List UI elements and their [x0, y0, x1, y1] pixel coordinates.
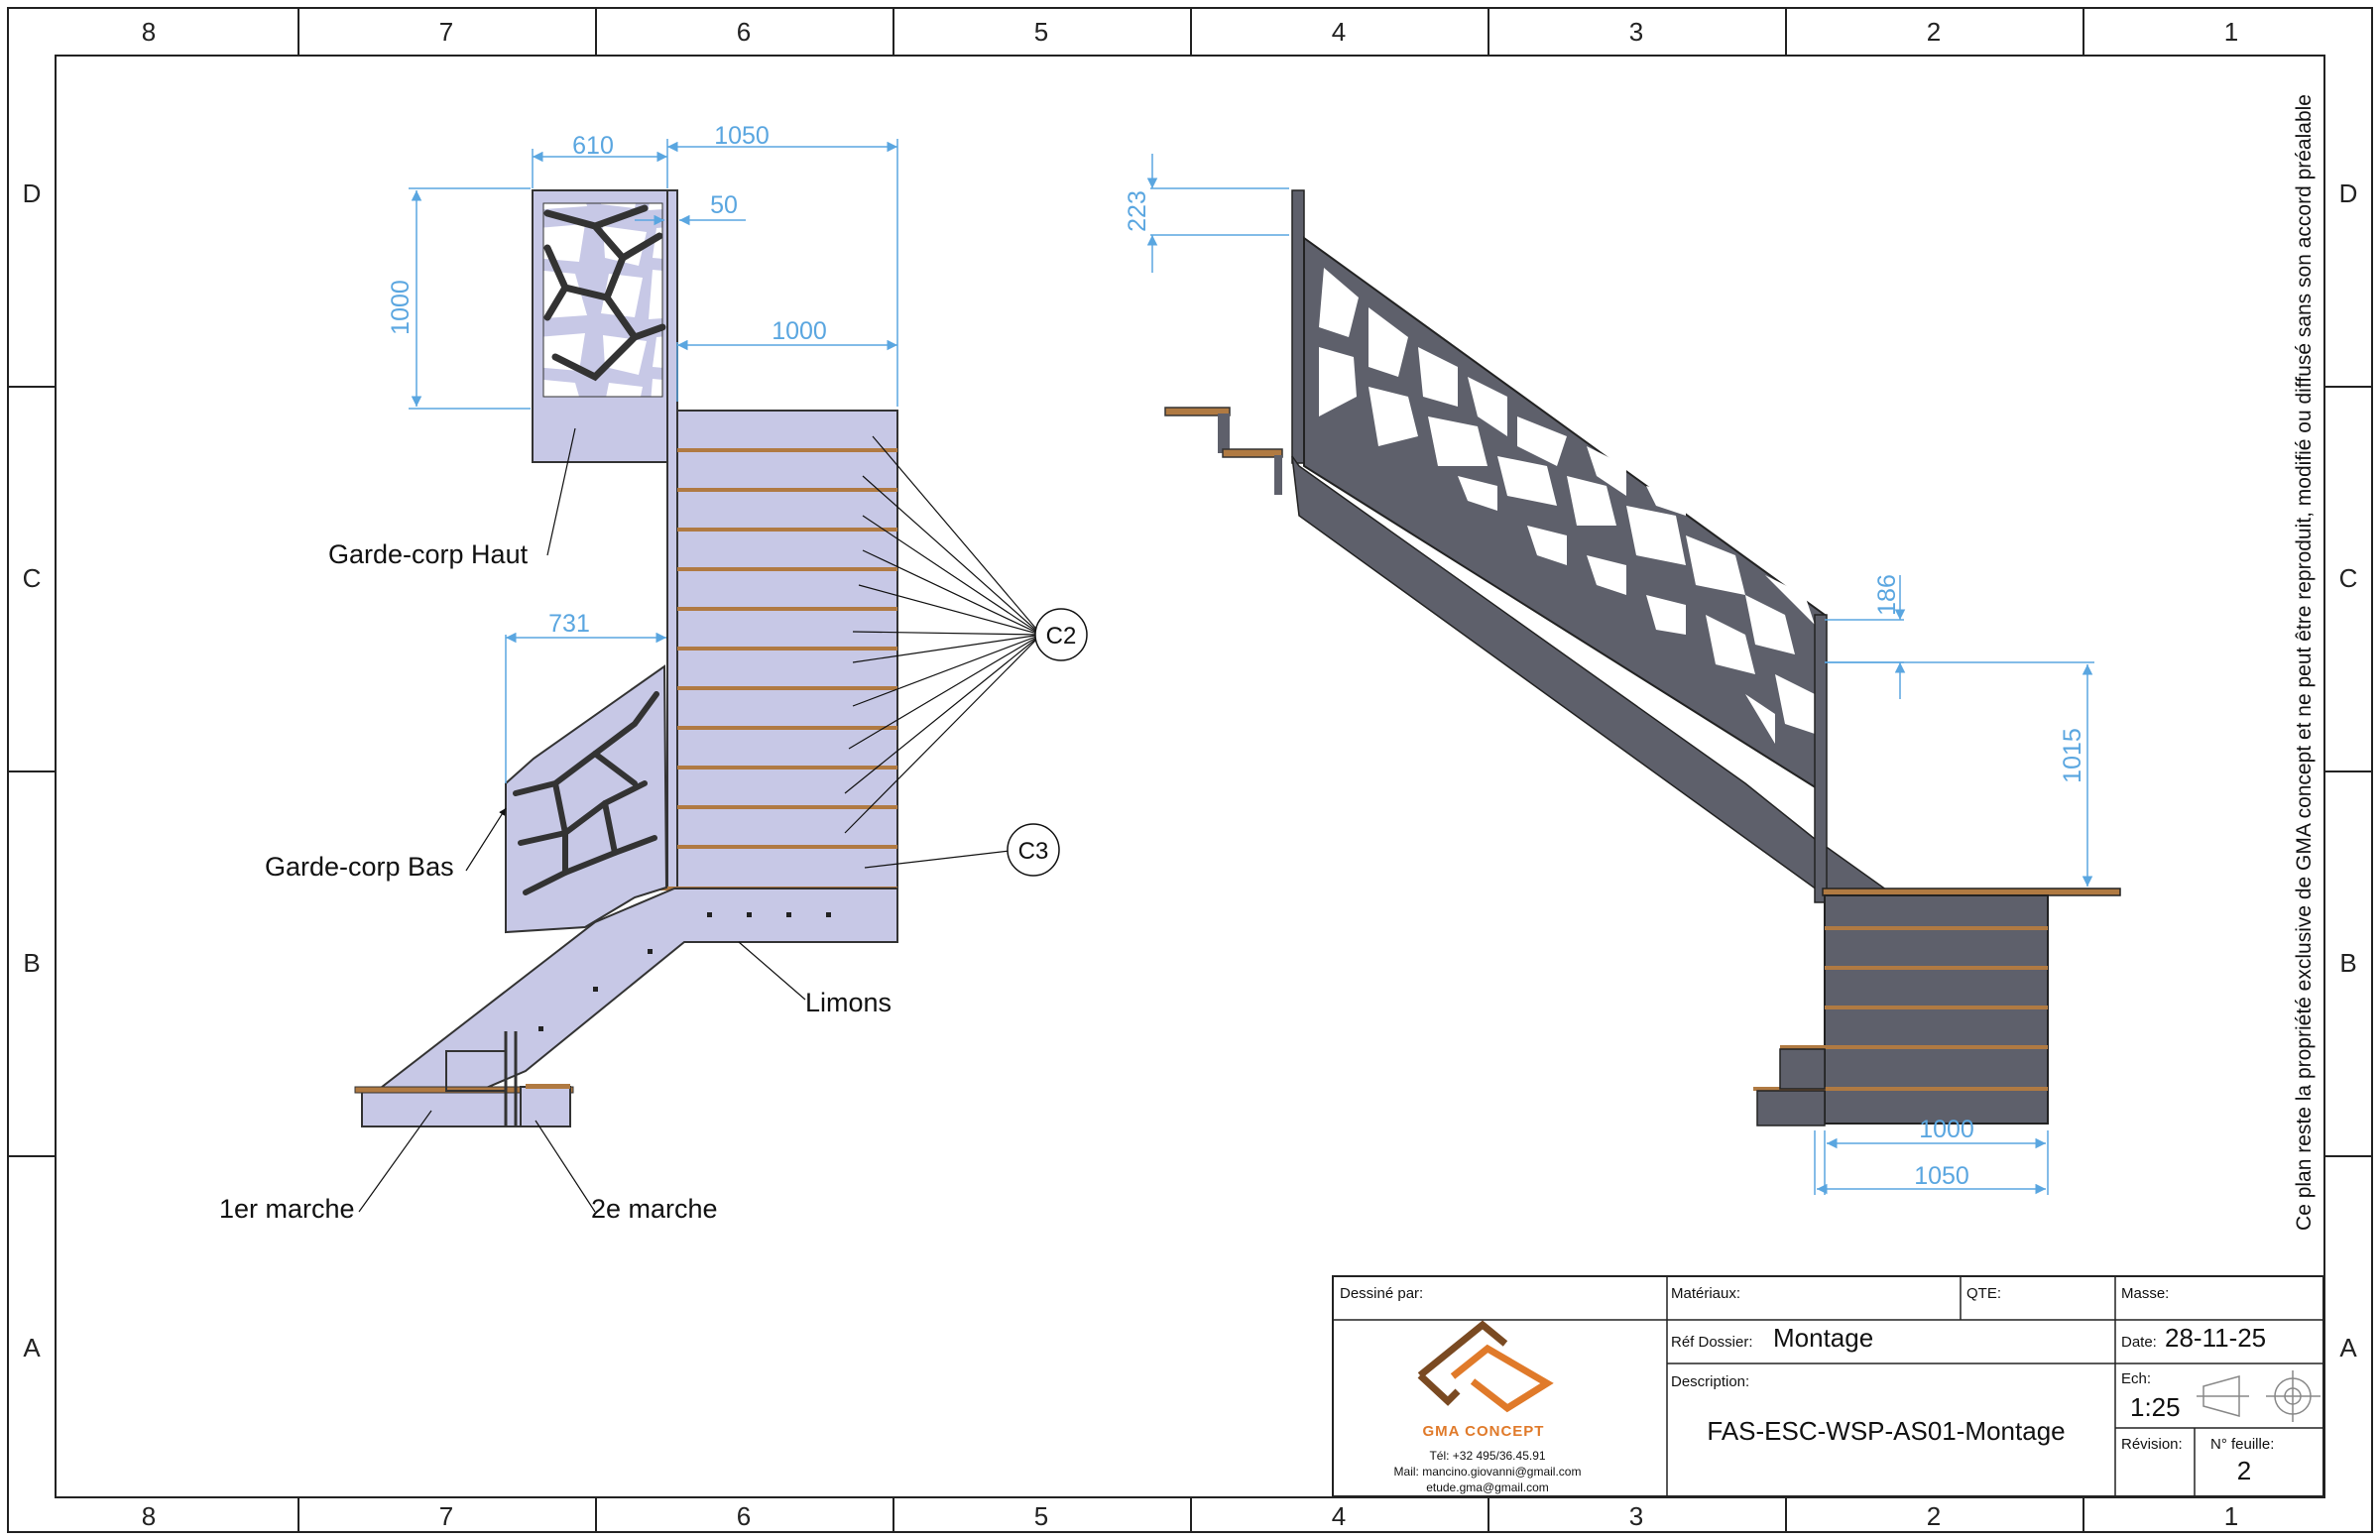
tb-revision-label: Révision:	[2121, 1436, 2183, 1453]
row-label-left: D	[23, 178, 42, 208]
side-landing	[1822, 888, 2121, 896]
row-label-right: A	[2339, 1333, 2357, 1362]
front-dimensions	[409, 139, 898, 783]
tb-ref-dossier-value: Montage	[1773, 1323, 1873, 1353]
row-label-left: B	[23, 948, 40, 978]
tb-ech-value: 1:25	[2130, 1392, 2181, 1422]
tb-feuille-value: 2	[2237, 1456, 2251, 1485]
bottom-steps	[354, 1031, 574, 1127]
col-label-bottom: 1	[2224, 1501, 2238, 1531]
col-label-top: 8	[142, 17, 156, 47]
lower-guard-panel	[505, 664, 668, 934]
zone-ticks	[8, 8, 2372, 1532]
col-label-bottom: 3	[1629, 1501, 1643, 1531]
tb-date-label: Date:	[2121, 1334, 2157, 1351]
row-label-right: C	[2339, 563, 2358, 593]
dim-tread-width: 1000	[772, 317, 827, 345]
callout-c2-circle	[1034, 608, 1088, 661]
label-limons: Limons	[805, 988, 892, 1017]
dim-gap: 50	[710, 191, 738, 219]
dim-side-overall-width: 1050	[1914, 1162, 1969, 1190]
tb-ref-dossier-label: Réf Dossier:	[1671, 1334, 1753, 1351]
tb-date-value: 28-11-25	[2165, 1323, 2266, 1353]
stringer-bolts	[538, 912, 831, 1031]
col-label-top: 4	[1332, 17, 1346, 47]
row-label-right: B	[2339, 948, 2356, 978]
col-label-top: 7	[439, 17, 453, 47]
col-label-bottom: 2	[1927, 1501, 1941, 1531]
side-top-post	[1291, 189, 1305, 464]
gma-logo	[1417, 1320, 1554, 1413]
col-label-top: 6	[737, 17, 751, 47]
col-label-bottom: 8	[142, 1501, 156, 1531]
callout-c3-circle	[1007, 823, 1060, 877]
col-label-top: 2	[1927, 17, 1941, 47]
row-label-left: C	[23, 563, 42, 593]
col-label-top: 5	[1034, 17, 1048, 47]
col-label-bottom: 5	[1034, 1501, 1048, 1531]
tb-ech-label: Ech:	[2121, 1370, 2151, 1387]
central-post	[666, 189, 678, 890]
dim-guard-height: 1015	[2059, 728, 2086, 783]
leaders	[358, 427, 1042, 1213]
label-garde-corp-haut: Garde-corp Haut	[328, 539, 529, 569]
label-2e-marche: 2e marche	[591, 1194, 718, 1224]
title-block: Dessiné par: Matériaux: QTE: Masse: Réf …	[1332, 1275, 2324, 1497]
company-tel: Tél: +32 495/36.45.91	[1429, 1449, 1545, 1463]
row-label-right: D	[2339, 178, 2358, 208]
tb-qte-label: QTE:	[1966, 1285, 2001, 1302]
dim-upper-guard-width: 610	[572, 132, 614, 160]
upper-guard-panel	[532, 189, 675, 463]
tb-description-label: Description:	[1671, 1373, 1749, 1390]
tb-feuille-label: N° feuille:	[2210, 1436, 2274, 1453]
label-1er-marche: 1er marche	[219, 1194, 355, 1224]
col-label-top: 3	[1629, 17, 1643, 47]
col-label-bottom: 7	[439, 1501, 453, 1531]
callout-c2: C2	[1046, 623, 1077, 650]
label-garde-corp-bas: Garde-corp Bas	[265, 852, 454, 882]
side-lower-stairs	[1753, 894, 2049, 1126]
copyright-note: Ce plan reste la propriété exclusive de …	[2293, 94, 2316, 1231]
col-label-top: 1	[2224, 17, 2238, 47]
tb-materiaux-label: Matériaux:	[1671, 1285, 1740, 1302]
tb-description-value: FAS-ESC-WSP-AS01-Montage	[1707, 1416, 2065, 1446]
col-label-bottom: 4	[1332, 1501, 1346, 1531]
col-label-bottom: 6	[737, 1501, 751, 1531]
dim-top-post: 223	[1124, 190, 1151, 232]
side-stringer	[1291, 455, 1900, 898]
company-mail2: etude.gma@gmail.com	[1426, 1481, 1549, 1494]
company-name: GMA CONCEPT	[1423, 1423, 1545, 1440]
projection-symbol-icon	[2197, 1370, 2320, 1422]
zone-labels: 8 7 6 5 4 3 2 1 8 7 6 5 4 3 2 1 D C B A …	[23, 17, 2358, 1531]
dim-post-offset: 186	[1873, 574, 1901, 616]
front-view: 610 1050 50 1000 1000 731 C2	[219, 122, 1088, 1224]
side-guard-rail	[1303, 236, 1826, 795]
callout-c3: C3	[1018, 838, 1049, 865]
front-steps	[526, 410, 898, 890]
side-view: 223 186 1015 1000 1050	[1124, 154, 2121, 1195]
company-mail: Mail: mancino.giovanni@gmail.com	[1394, 1465, 1582, 1479]
dim-upper-guard-height: 1000	[387, 280, 415, 335]
side-dimensions	[1146, 154, 2094, 1195]
tb-dessine-par-label: Dessiné par:	[1340, 1285, 1423, 1302]
row-label-left: A	[23, 1333, 41, 1362]
dim-lower-guard-width: 731	[548, 610, 590, 638]
side-vertical-post	[1814, 614, 1828, 903]
dim-upper-overall: 1050	[714, 122, 770, 150]
tb-masse-label: Masse:	[2121, 1285, 2169, 1302]
dim-side-tread-width: 1000	[1919, 1116, 1974, 1143]
